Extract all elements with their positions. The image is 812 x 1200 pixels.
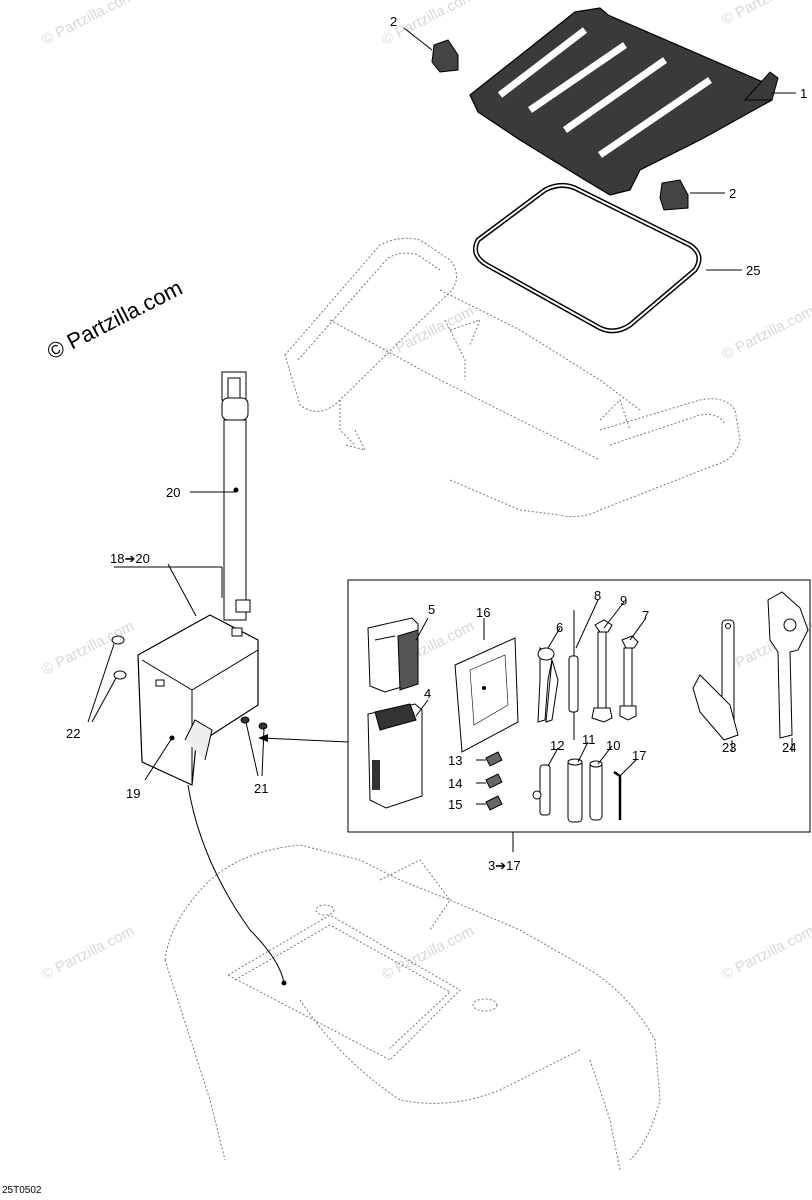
frame-outline xyxy=(284,237,741,518)
socket-tool-12-part[interactable] xyxy=(532,764,551,816)
callout-15: 15 xyxy=(448,797,462,812)
callout-22: 22 xyxy=(66,726,80,741)
watermark-text: © Partzilla.com xyxy=(39,618,137,679)
copyright-notice: © Partzilla.com xyxy=(43,275,186,365)
rack-clip-bottom[interactable] xyxy=(659,179,689,211)
socket-11-part[interactable] xyxy=(567,758,583,823)
washer-22-bottom[interactable] xyxy=(113,670,127,680)
screw-21-a[interactable] xyxy=(240,716,250,724)
callout-17: 17 xyxy=(632,748,646,763)
callout-20: 20 xyxy=(166,485,180,500)
watermark-text: © Partzilla.com xyxy=(719,303,812,364)
fuse-15-part[interactable] xyxy=(485,795,503,811)
callout-4: 4 xyxy=(424,686,431,701)
rack-clip-top[interactable] xyxy=(431,39,459,73)
callout-19: 19 xyxy=(126,786,140,801)
watermark-text: © Partzilla.com xyxy=(379,923,477,984)
gasket-part[interactable] xyxy=(473,182,702,334)
leader-lines xyxy=(87,27,796,984)
callout-8: 8 xyxy=(594,588,601,603)
callout-1: 1 xyxy=(800,86,807,101)
callout-5: 5 xyxy=(428,602,435,617)
pliers-part[interactable] xyxy=(537,646,559,723)
callout-12: 12 xyxy=(550,738,564,753)
socket-10-part[interactable] xyxy=(589,760,603,821)
fuse-13-part[interactable] xyxy=(485,751,503,767)
tool-case-part[interactable] xyxy=(367,703,423,809)
callout-9: 9 xyxy=(620,593,627,608)
watermark-text: © Partzilla.com xyxy=(39,923,137,984)
callout-2a: 2 xyxy=(390,14,397,29)
callout-14: 14 xyxy=(448,776,462,791)
spanner-23-part[interactable] xyxy=(692,619,739,741)
callout-2b: 2 xyxy=(729,186,736,201)
callout-18-20: 18➔20 xyxy=(110,551,150,566)
callout-labels: 1 2 2 25 20 18➔20 22 19 21 5 4 16 6 8 9 … xyxy=(66,14,807,873)
callout-21: 21 xyxy=(254,781,268,796)
callout-23: 23 xyxy=(722,740,736,755)
callout-11: 11 xyxy=(582,732,596,747)
watermark-layer: © Partzilla.com © Partzilla.com © Partzill… xyxy=(39,0,812,984)
callout-24: 24 xyxy=(782,740,796,755)
screw-21-b[interactable] xyxy=(258,722,268,730)
storage-box-part[interactable] xyxy=(137,614,259,786)
screwdriver-part[interactable] xyxy=(568,610,579,740)
callout-3-17: 3➔17 xyxy=(488,858,521,873)
washer-22-top[interactable] xyxy=(111,635,125,645)
callout-7: 7 xyxy=(642,608,649,623)
callout-10: 10 xyxy=(606,738,620,753)
fuse-14-part[interactable] xyxy=(485,773,503,789)
instruction-sheet-part[interactable] xyxy=(454,637,519,753)
wrench-9-part[interactable] xyxy=(591,619,613,723)
hex-key-part[interactable] xyxy=(613,770,622,820)
fender-outline xyxy=(164,844,661,1171)
callout-6: 6 xyxy=(556,620,563,635)
drawing-code: 25T0502 xyxy=(2,1185,42,1196)
rack-part[interactable] xyxy=(469,7,779,196)
wrench-7-part[interactable] xyxy=(619,635,639,721)
watermark-text: © Partzilla.com xyxy=(719,0,812,29)
callout-13: 13 xyxy=(448,753,462,768)
toolkit-frame xyxy=(347,579,811,833)
callout-16: 16 xyxy=(476,605,490,620)
watermark-text: © Partzilla.com xyxy=(719,923,812,984)
watermark-text: © Partzilla.com xyxy=(39,0,137,49)
spanner-24-part[interactable] xyxy=(767,591,809,739)
strap-part[interactable] xyxy=(221,371,251,621)
callout-25: 25 xyxy=(746,263,760,278)
tool-case-cap-part[interactable] xyxy=(367,617,419,693)
